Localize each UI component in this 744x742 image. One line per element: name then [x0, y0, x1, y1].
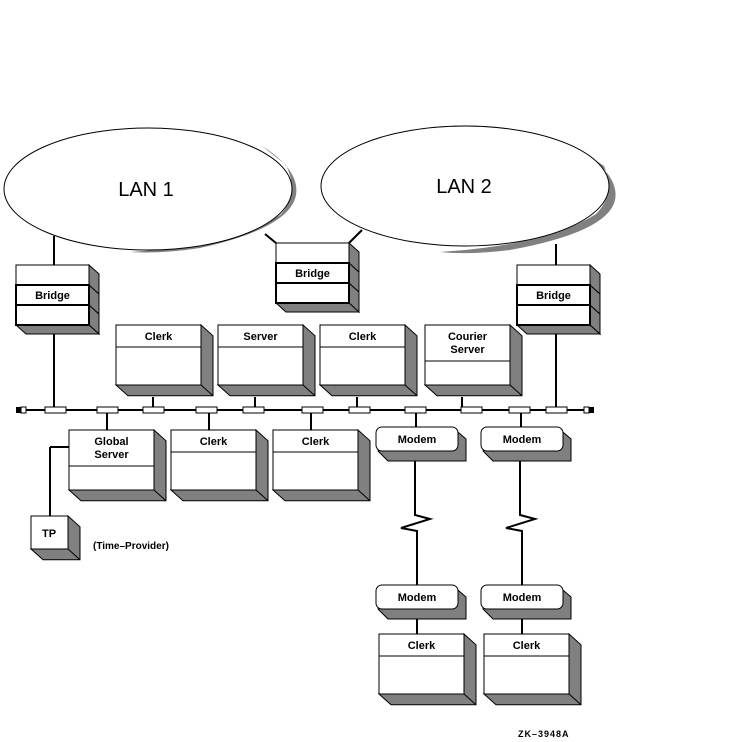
bus-terminator-right — [589, 407, 594, 413]
lan-2-label: LAN 2 — [436, 176, 492, 198]
bridge-right: Bridge — [515, 263, 602, 336]
clerk-bottom-1-label: Clerk — [200, 436, 228, 448]
clerk-top-1: Clerk — [114, 323, 214, 397]
clerk-top-1-label: Clerk — [145, 331, 173, 343]
lan-2: LAN 2 — [320, 125, 616, 254]
remote-clerk-1-label: Clerk — [408, 640, 436, 652]
server-top-edge — [302, 384, 316, 397]
global-server-face — [68, 429, 155, 491]
serial-link-1 — [400, 461, 434, 585]
remote-clerk-1-edge — [463, 693, 477, 706]
remote-clerk-2-label: Clerk — [513, 640, 541, 652]
courier-server-label: Courier — [448, 331, 488, 343]
clerk-top-2: Clerk — [318, 323, 418, 397]
lan-1-shape — [3, 127, 293, 251]
bus-tap — [301, 406, 324, 414]
remote-clerk-2-edge — [568, 693, 582, 706]
modem-lower-1: Modem — [375, 584, 467, 620]
bridge-left-label: Bridge — [35, 290, 70, 302]
modem-upper-1-face — [375, 426, 459, 452]
bus-tap — [195, 406, 218, 414]
lan2-to-bridge-middle — [348, 229, 363, 244]
bridge-right-layer — [516, 304, 591, 326]
bridge-left: Bridge — [14, 263, 101, 336]
lan-2-shape — [320, 125, 610, 247]
remote-clerk-2: Clerk — [482, 632, 582, 706]
clerk-top-2-face — [319, 324, 406, 386]
clerk-top-1-edge — [200, 384, 214, 397]
bridge-middle-label: Bridge — [295, 268, 330, 280]
modem-upper-2: Modem — [480, 426, 572, 462]
bus-tap — [96, 406, 119, 414]
modem-upper-1-label: Modem — [398, 434, 437, 446]
server-top: Server — [216, 323, 316, 397]
bus-terminator-right-cap — [583, 406, 590, 414]
bridge-right-bottom — [515, 324, 602, 335]
server-top-label: Server — [243, 331, 278, 343]
clerk-bottom-2: Clerk — [271, 428, 371, 502]
clerk-bottom-1-edge — [255, 489, 269, 502]
time-provider-label: TP — [42, 528, 56, 540]
modem-lower-2-face — [480, 584, 564, 610]
bridge-right-layer — [516, 264, 591, 286]
bus-tap — [404, 406, 427, 414]
bus-tap — [44, 406, 67, 414]
bridge-right-label: Bridge — [536, 290, 571, 302]
lan1-to-bridge-middle — [264, 233, 277, 244]
bus-terminator-left-cap — [20, 406, 27, 414]
bridge-middle-layer — [275, 242, 350, 264]
clerk-top-2-edge — [404, 384, 418, 397]
remote-clerk-1-face — [378, 633, 465, 695]
lan-1-label: LAN 1 — [118, 179, 174, 201]
modem-lower-1-face — [375, 584, 459, 610]
tp-caption: (Time–Provider) — [93, 541, 169, 552]
time-provider-face — [30, 515, 69, 550]
bus-tap — [142, 406, 165, 414]
global-server-label: Global — [94, 436, 128, 448]
remote-clerk-2-face — [483, 633, 570, 695]
time-provider: TP — [29, 514, 81, 561]
lan-1: LAN 1 — [3, 127, 297, 253]
server-top-face — [217, 324, 304, 386]
courier-server-face — [424, 324, 511, 386]
bridge-middle: Bridge — [274, 241, 361, 314]
modem-lower-2-label: Modem — [503, 592, 542, 604]
modem-lower-1-label: Modem — [398, 592, 437, 604]
bus-terminator-left — [16, 407, 21, 413]
bus-tap — [348, 406, 371, 414]
remote-clerk-1: Clerk — [377, 632, 477, 706]
modem-upper-2-face — [480, 426, 564, 452]
global-server-edge — [153, 489, 167, 502]
courier-server-label: Server — [450, 344, 485, 356]
global-server-label: Server — [94, 449, 129, 461]
bridge-left-layer — [15, 264, 90, 286]
bridge-left-layer — [15, 304, 90, 326]
bridge-middle-layer — [275, 282, 350, 304]
clerk-bottom-1: Clerk — [169, 428, 269, 502]
bus-tap — [545, 406, 568, 414]
courier-server-edge — [509, 384, 523, 397]
figure-id: ZK–3948A — [518, 729, 570, 739]
modem-upper-2-label: Modem — [503, 434, 542, 446]
bus-tap — [508, 406, 531, 414]
modem-lower-2: Modem — [480, 584, 572, 620]
clerk-bottom-1-face — [170, 429, 257, 491]
clerk-top-2-label: Clerk — [349, 331, 377, 343]
bridge-left-bottom — [14, 324, 101, 335]
clerk-bottom-2-label: Clerk — [302, 436, 330, 448]
serial-link-2 — [505, 461, 539, 585]
bridge-middle-bottom — [274, 302, 361, 313]
modem-upper-1: Modem — [375, 426, 467, 462]
clerk-top-1-face — [115, 324, 202, 386]
bus-tap — [242, 406, 265, 414]
bus-tap — [460, 406, 483, 414]
clerk-bottom-2-face — [272, 429, 359, 491]
clerk-bottom-2-edge — [357, 489, 371, 502]
time-provider-edge — [67, 548, 81, 561]
